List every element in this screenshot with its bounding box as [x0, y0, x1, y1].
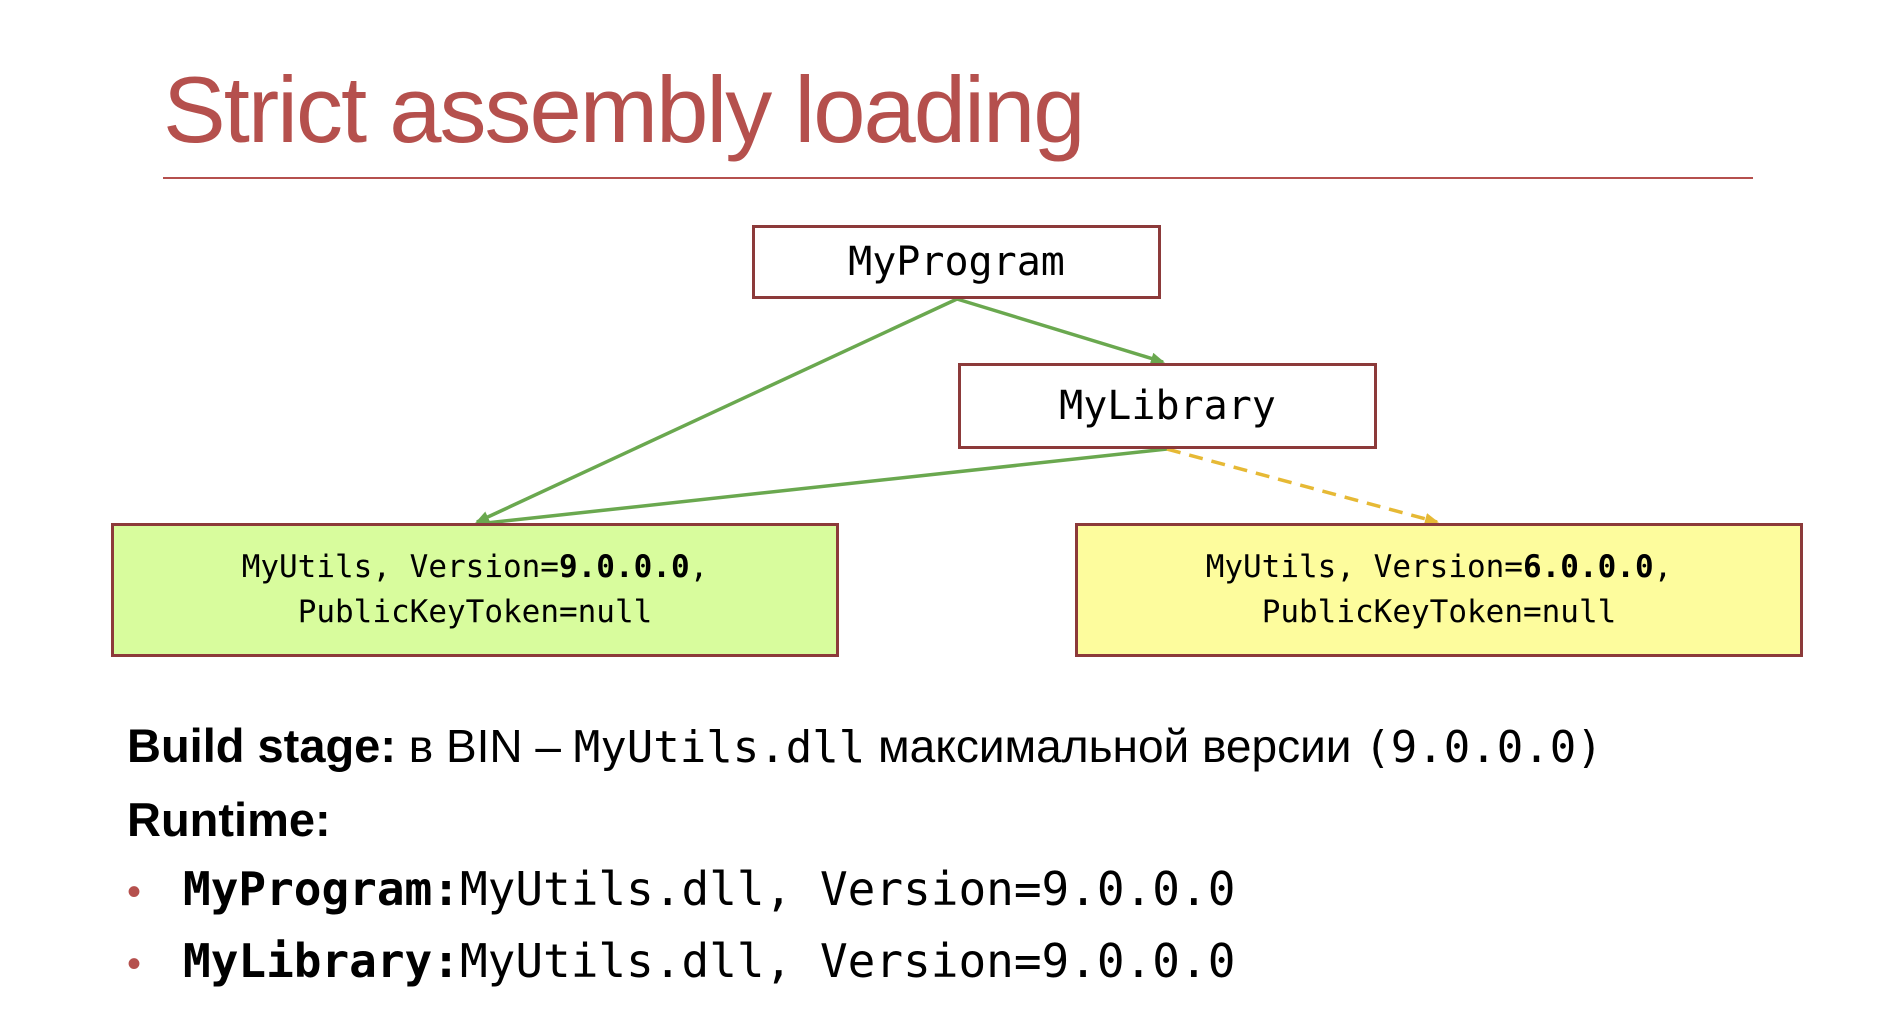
runtime-label: Runtime:	[127, 793, 331, 846]
slide-title: Strict assembly loading	[163, 57, 1086, 162]
runtime-item-myprogram-name: MyProgram:	[183, 862, 460, 916]
build-stage-label: Build stage:	[127, 719, 396, 772]
node-myutils-v6-version: 6.0.0.0	[1522, 549, 1654, 586]
node-myutils-v6-comma: ,	[1653, 549, 1673, 586]
node-mylibrary-label: MyLibrary	[1059, 383, 1276, 429]
bullet-dot-icon: •	[127, 942, 142, 986]
node-myutils-v9: MyUtils, Version=9.0.0.0, PublicKeyToken…	[111, 523, 839, 657]
node-myutils-v9-token: PublicKeyToken=null	[297, 594, 653, 630]
edge-program-to-library	[956, 297, 1165, 365]
runtime-item-mylibrary: • MyLibrary: MyUtils.dll, Version=9.0.0.0	[127, 934, 1235, 988]
node-myprogram-label: MyProgram	[848, 239, 1065, 285]
node-myutils-v9-prefix: MyUtils, Version=	[241, 549, 559, 586]
node-myutils-v9-line1: MyUtils, Version=9.0.0.0,	[242, 545, 709, 590]
build-stage-line: Build stage: в BIN – MyUtils.dll максима…	[127, 718, 1603, 773]
runtime-item-myprogram: • MyProgram: MyUtils.dll, Version=9.0.0.0	[127, 862, 1235, 916]
node-myutils-v6-line1: MyUtils, Version=6.0.0.0,	[1206, 545, 1673, 590]
build-stage-file: MyUtils.dll	[573, 722, 866, 773]
node-myutils-v6-prefix: MyUtils, Version=	[1205, 549, 1523, 586]
edge-program-to-utils9	[475, 297, 958, 524]
node-myutils-v6-token: PublicKeyToken=null	[1261, 594, 1617, 630]
node-myutils-v6: MyUtils, Version=6.0.0.0, PublicKeyToken…	[1075, 523, 1803, 657]
build-stage-version: (9.0.0.0)	[1364, 722, 1603, 773]
runtime-heading: Runtime:	[127, 792, 331, 847]
bullet-dot-icon: •	[127, 870, 142, 914]
node-myutils-v9-comma: ,	[689, 549, 709, 586]
build-stage-text-2: максимальной версии	[865, 720, 1365, 772]
title-divider	[163, 177, 1753, 179]
runtime-item-mylibrary-value: MyUtils.dll, Version=9.0.0.0	[459, 934, 1236, 988]
node-myprogram: MyProgram	[752, 225, 1161, 299]
runtime-item-myprogram-value: MyUtils.dll, Version=9.0.0.0	[459, 862, 1236, 916]
edge-library-to-utils6	[1166, 447, 1439, 525]
runtime-item-mylibrary-name: MyLibrary:	[183, 934, 460, 988]
edge-library-to-utils9	[475, 447, 1168, 529]
build-stage-text-1: в BIN –	[395, 720, 574, 772]
node-mylibrary: MyLibrary	[958, 363, 1377, 449]
node-myutils-v9-version: 9.0.0.0	[558, 549, 690, 586]
